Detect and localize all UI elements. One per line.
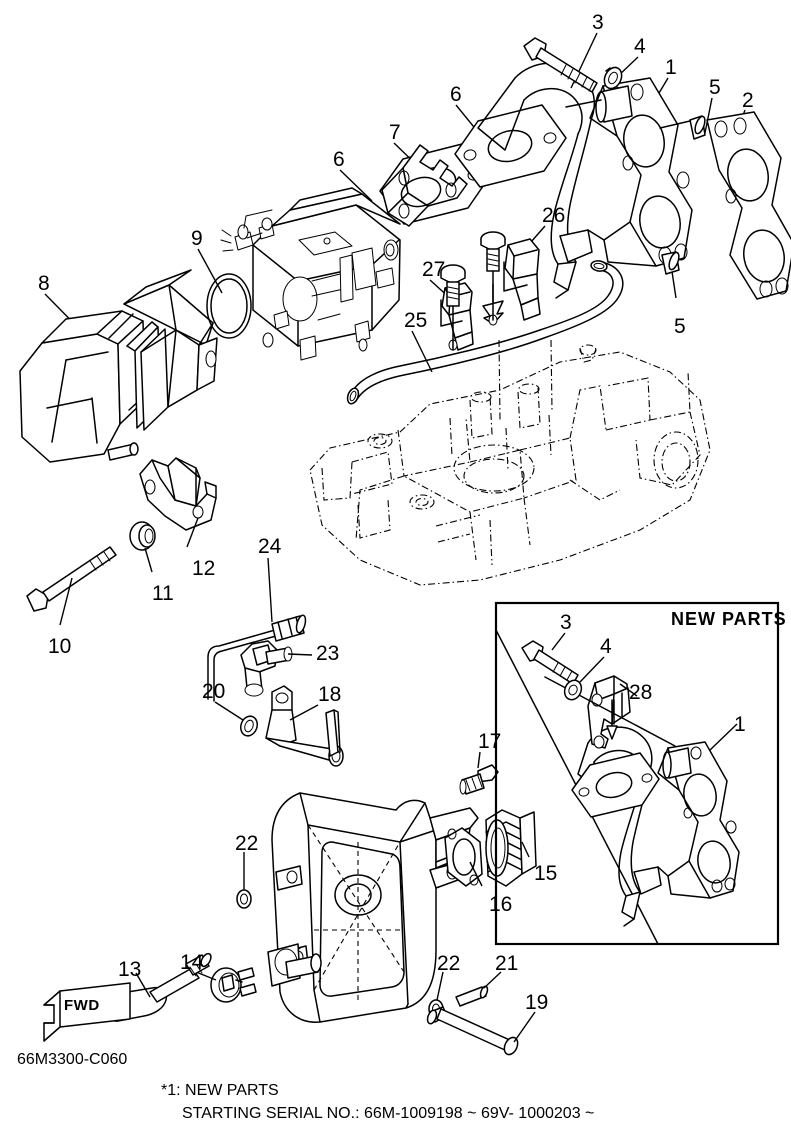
part-26-clamp: [482, 238, 541, 326]
part-7-insulator: [381, 144, 468, 227]
callout-17: 17: [478, 730, 502, 753]
inset-part-1-manifold: [571, 723, 740, 927]
callout-15: 15: [534, 862, 558, 885]
intake-duct: [123, 269, 218, 408]
part-17-screw: [459, 751, 499, 795]
callout-8: 8: [38, 272, 50, 295]
part-9-oring: [206, 273, 252, 339]
part-20-washer: [214, 701, 259, 737]
callout-1: 1: [665, 56, 677, 79]
new-parts-title: NEW PARTS: [671, 609, 787, 629]
callout-11: 11: [152, 582, 174, 605]
callout-10: 10: [48, 635, 72, 658]
part-2-gasket: [706, 111, 791, 300]
part-4-washer: [603, 66, 623, 90]
callout-24: 24: [258, 535, 282, 558]
callout-3: 3: [592, 11, 604, 34]
callout-21: 21: [495, 952, 519, 975]
callout-5-upper: 5: [709, 76, 721, 99]
part-22-washer-upper: [236, 852, 252, 909]
callout-18: 18: [318, 683, 342, 706]
fwd-direction-arrow: [43, 982, 131, 1042]
callout-26: 26: [542, 204, 566, 227]
callout-2: 2: [742, 89, 754, 112]
callout-6-upper: 6: [450, 83, 462, 106]
part-23-joint: [240, 640, 313, 697]
fwd-label: FWD: [64, 997, 100, 1014]
callout-20: 20: [202, 680, 226, 703]
part-8-silencer: [19, 310, 169, 463]
part-15-bellows: [485, 809, 537, 887]
part-14-cap: [195, 967, 257, 1003]
callout-9: 9: [191, 227, 203, 250]
callout-13: 13: [118, 958, 142, 981]
part-26-bolt: [480, 231, 506, 321]
part-5-dowel-pin-upper: [659, 115, 706, 140]
inset-callout-1: 1: [734, 713, 746, 736]
callout-14: 14: [180, 951, 204, 974]
inset-part-3-bolt: [521, 632, 676, 747]
carburetor-assembly: [220, 187, 401, 361]
part-21-pin: [455, 971, 502, 1007]
part-10-bolt: [26, 546, 117, 626]
inset-callout-3: 3: [560, 611, 572, 634]
callout-23: 23: [316, 642, 340, 665]
inset-part-28-bracket: [587, 675, 638, 749]
callout-25: 25: [404, 309, 428, 332]
part-19-bolt: [426, 1006, 536, 1056]
part-12-bracket: [139, 457, 217, 548]
footnote-serial-no: STARTING SERIAL NO.: 66M-1009198 ~ 69V- …: [182, 1105, 595, 1122]
inset-callout-4: 4: [600, 635, 612, 658]
part-16-gasket: [444, 827, 483, 887]
part-6-gasket-b: [454, 104, 567, 188]
diagram-part-number: 66M3300-C060: [17, 1051, 128, 1068]
callout-12: 12: [192, 557, 216, 580]
part-27-bolt: [440, 264, 466, 351]
engine-block-reference: [309, 339, 711, 586]
callout-5-lower: 5: [674, 315, 686, 338]
part-25-hose: [346, 260, 624, 405]
part-11-grommet: [129, 521, 156, 573]
callout-19: 19: [525, 991, 549, 1014]
part-18-lever: [265, 685, 344, 767]
inset-part-4-washer: [563, 656, 605, 701]
callout-4: 4: [634, 35, 646, 58]
callout-22-upper: 22: [235, 832, 259, 855]
footnote-new-parts: *1: NEW PARTS: [161, 1082, 279, 1099]
part-5-dowel-pin-lower: [661, 251, 680, 275]
part-3-bolt: [523, 37, 598, 93]
callout-6-lower: 6: [333, 148, 345, 171]
callout-27: 27: [422, 258, 446, 281]
part-24-pipe: [207, 557, 307, 702]
callout-16: 16: [489, 893, 513, 916]
callout-22-lower: 22: [437, 952, 461, 975]
inset-callout-28: 28: [629, 681, 653, 704]
intake-silencer-box: [267, 792, 479, 1023]
callout-7: 7: [389, 121, 401, 144]
